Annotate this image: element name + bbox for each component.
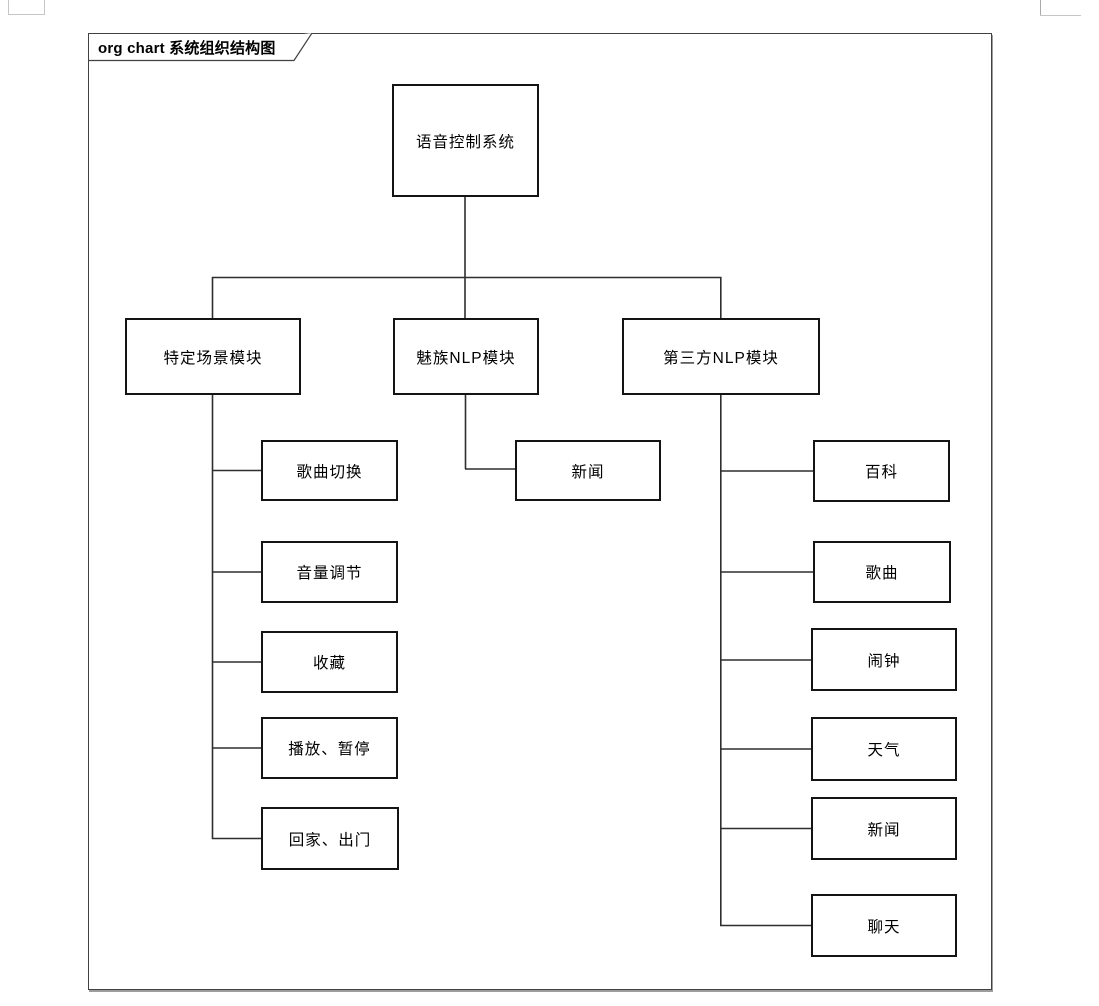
node-label: 百科: [864, 464, 898, 481]
node-specific-scene-module: 特定场景模块: [125, 318, 301, 395]
node-label: 新闻: [571, 463, 605, 481]
node-meizu-nlp-module: 魅族NLP模块: [393, 318, 539, 395]
node-label: 聊天: [867, 918, 901, 936]
node-favorite: 收藏: [261, 631, 398, 693]
node-song-switch: 歌曲切换: [261, 440, 398, 501]
node-third-party-nlp-module: 第三方NLP模块: [622, 318, 820, 395]
node-volume-adjust: 音量调节: [261, 541, 398, 603]
node-voice-control-system: 语音控制系统: [392, 84, 539, 197]
node-label: 歌曲: [865, 565, 899, 582]
title-tab-outline: [88, 33, 313, 62]
diagram-title: org chart 系统组织结构图: [98, 40, 276, 57]
node-play-pause: 播放、暂停: [261, 717, 398, 779]
node-chat: 聊天: [811, 894, 957, 957]
node-label: 收藏: [312, 655, 346, 672]
node-label: 特定场景模块: [163, 349, 263, 367]
page-corner-top-left-mark: [8, 0, 45, 15]
node-alarm: 闹钟: [811, 628, 957, 691]
node-weather: 天气: [811, 717, 957, 781]
node-label: 回家、出门: [288, 831, 372, 849]
page-corner-top-right-mark-horizontal: [1040, 15, 1081, 16]
node-label: 闹钟: [867, 652, 901, 670]
node-label: 播放、暂停: [288, 741, 371, 758]
node-encyclopedia: 百科: [813, 440, 950, 502]
node-label: 魅族NLP模块: [416, 349, 516, 367]
node-label: 歌曲切换: [296, 463, 363, 481]
node-label: 语音控制系统: [415, 133, 515, 151]
node-news-third-party: 新闻: [811, 797, 957, 860]
node-song: 歌曲: [813, 541, 951, 603]
node-label: 音量调节: [296, 565, 363, 582]
node-news-meizu: 新闻: [515, 440, 661, 501]
node-label: 天气: [867, 742, 901, 759]
diagram-title-tab: [88, 33, 313, 62]
node-home-out: 回家、出门: [261, 807, 399, 870]
node-label: 第三方NLP模块: [663, 349, 779, 367]
page-corner-top-right-mark: [1040, 0, 1041, 15]
node-label: 新闻: [867, 821, 901, 839]
